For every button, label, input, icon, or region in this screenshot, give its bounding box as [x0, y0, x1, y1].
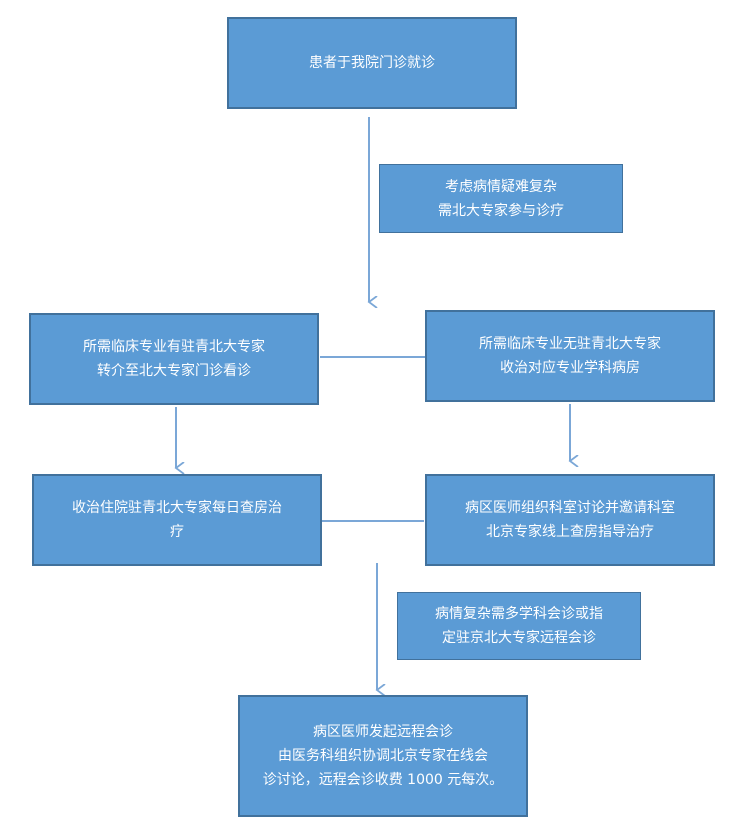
node-consider-line-2: 需北大专家参与诊疗: [438, 202, 564, 219]
node-left-referral-line-2: 转介至北大专家门诊看诊: [97, 363, 251, 379]
node-complex-line-1: 病情复杂需多学科会诊或指: [435, 606, 603, 622]
node-left-referral: 所需临床专业有驻青北大专家 转介至北大专家门诊看诊: [29, 313, 319, 405]
node-remote: 病区医师发起远程会诊 由医务科组织协调北京专家在线会 诊讨论，远程会诊收费 10…: [238, 695, 528, 817]
node-complex: 病情复杂需多学科会诊或指 定驻京北大专家远程会诊: [397, 592, 641, 660]
node-right-online-line-2: 北京专家线上查房指导治疗: [486, 524, 654, 540]
node-complex-line-2: 定驻京北大专家远程会诊: [442, 630, 596, 646]
node-left-ward: 收治住院驻青北大专家每日查房治 疗: [32, 474, 322, 566]
node-remote-line-1: 病区医师发起远程会诊: [313, 724, 453, 740]
node-right-online-line-1: 病区医师组织科室讨论并邀请科室: [465, 500, 675, 516]
node-left-referral-line-1: 所需临床专业有驻青北大专家: [83, 339, 265, 355]
node-remote-line-2: 由医务科组织协调北京专家在线会: [278, 748, 488, 764]
node-left-ward-line-2: 疗: [170, 524, 184, 540]
node-right-admit-line-1: 所需临床专业无驻青北大专家: [479, 336, 661, 352]
node-start-line-1: 患者于我院门诊就诊: [309, 55, 435, 71]
node-right-online: 病区医师组织科室讨论并邀请科室 北京专家线上查房指导治疗: [425, 474, 715, 566]
node-consider: 考虑病情疑难复杂 需北大专家参与诊疗: [379, 164, 623, 233]
node-left-ward-line-1: 收治住院驻青北大专家每日查房治: [72, 500, 282, 516]
node-start: 患者于我院门诊就诊: [227, 17, 517, 109]
node-consider-line-1: 考虑病情疑难复杂: [445, 178, 557, 195]
node-right-admit: 所需临床专业无驻青北大专家 收治对应专业学科病房: [425, 310, 715, 402]
node-right-admit-line-2: 收治对应专业学科病房: [500, 360, 640, 376]
node-remote-line-3: 诊讨论，远程会诊收费 1000 元每次。: [262, 772, 504, 788]
